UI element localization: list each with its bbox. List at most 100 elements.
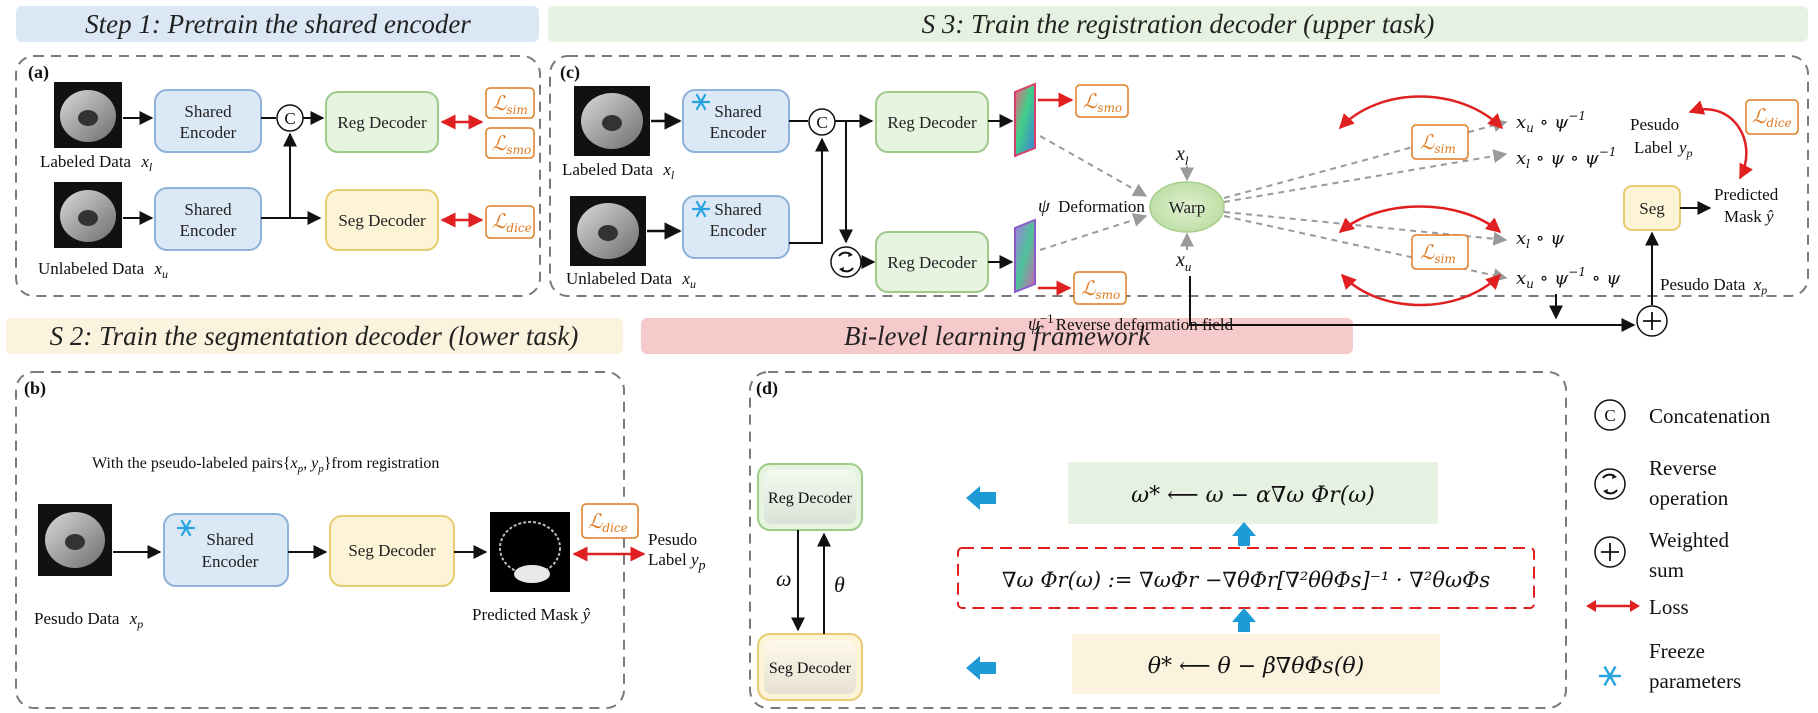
- svg-text:xl ∘ ψ: xl ∘ ψ: [1516, 228, 1565, 251]
- svg-text:Reg Decoder: Reg Decoder: [887, 253, 977, 272]
- svg-text:Seg: Seg: [1639, 199, 1665, 218]
- brain-image-unlabeled: [54, 182, 122, 248]
- svg-text:Loss: Loss: [1649, 595, 1689, 619]
- svg-text:∇ω Φr(ω) := ∇ωΦr −∇θΦr[∇²θθΦs]: ∇ω Φr(ω) := ∇ωΦr −∇θΦr[∇²θθΦs]⁻¹ · ∇²θωΦ…: [1002, 568, 1490, 592]
- svg-text:Predicted Mask ŷ: Predicted Mask ŷ: [472, 605, 590, 624]
- predicted-mask-image: [490, 512, 570, 592]
- svg-text:Unlabeled Data xu: Unlabeled Data xu: [38, 259, 168, 281]
- seg-decoder-a: Seg Decoder: [325, 189, 439, 251]
- svg-text:Shared: Shared: [714, 200, 762, 219]
- banner-step2: S 2: Train the segmentation decoder (low…: [6, 318, 623, 354]
- svg-text:Step 1: Pretrain the shared en: Step 1: Pretrain the shared encoder: [85, 9, 471, 39]
- shared-encoder-a1: Shared Encoder: [154, 89, 262, 153]
- panel-b-visible: With the pseudo-labeled pairs{xp, yp}fro…: [34, 455, 646, 631]
- svg-text:parameters: parameters: [1649, 669, 1741, 693]
- update-arrow-icon: [966, 656, 996, 680]
- svg-text:Unlabeled Data xu: Unlabeled Data xu: [566, 269, 696, 291]
- brain-image-labeled-c: [574, 86, 650, 156]
- svg-text:(b): (b): [24, 378, 46, 399]
- svg-text:With the pseudo-labeled pairs{: With the pseudo-labeled pairs{xp, yp}fro…: [92, 455, 439, 475]
- pseudo-label-line2: Label yp: [648, 550, 706, 574]
- reverse-deformation-field-image: [1014, 218, 1036, 294]
- loss-sim-c1: ℒsim: [1411, 124, 1469, 160]
- svg-text:Encoder: Encoder: [202, 552, 259, 571]
- plus-circle-icon: [1636, 305, 1668, 337]
- update-arrow-icon: [966, 486, 996, 510]
- snowflake-icon: [1599, 665, 1621, 687]
- seg-decoder-d: Seg Decoder: [757, 633, 863, 701]
- seg-decoder-b: Seg Decoder: [329, 515, 455, 587]
- svg-text:Pesudo Data xp: Pesudo Data xp: [34, 609, 143, 631]
- omega-update-equation: ω* ⟵ ω − α∇ω Φr(ω): [1068, 462, 1438, 524]
- svg-text:Reg Decoder: Reg Decoder: [337, 113, 427, 132]
- svg-text:Shared: Shared: [714, 102, 762, 121]
- reverse-operation-icon: [830, 246, 862, 278]
- svg-text:Freeze: Freeze: [1649, 639, 1705, 663]
- loss-dice-a: ℒdice: [485, 205, 535, 239]
- shared-encoder-c2: Shared Encoder: [682, 195, 790, 259]
- svg-text:Seg Decoder: Seg Decoder: [348, 541, 436, 560]
- loss-dice-c: ℒdice: [1745, 99, 1799, 135]
- svg-text:Shared: Shared: [184, 200, 232, 219]
- svg-text:xl ∘ ψ ∘ ψ−1: xl ∘ ψ ∘ ψ−1: [1516, 145, 1616, 171]
- banner-bilevel: Bi-level learning framework: [641, 318, 1353, 354]
- svg-text:C: C: [284, 109, 295, 128]
- brain-image-pseudo: [38, 504, 112, 576]
- seg-block-c: Seg: [1623, 185, 1681, 231]
- panel-c: (c) Labeled Data xl Unlabeled Data xu Sh…: [549, 55, 1809, 337]
- svg-text:Reverse: Reverse: [1649, 456, 1717, 480]
- svg-text:ω: ω: [776, 566, 792, 591]
- up-arrow-icon: [1232, 608, 1256, 632]
- svg-text:Pesudo Data xp: Pesudo Data xp: [1660, 275, 1767, 297]
- loss-sim-c2: ℒsim: [1411, 234, 1469, 270]
- svg-text:Labeled Data xl: Labeled Data xl: [562, 160, 675, 182]
- reg-decoder-c1: Reg Decoder: [875, 91, 989, 153]
- legend-loss: Loss: [1586, 595, 1689, 619]
- svg-text:Bi-level learning framework: Bi-level learning framework: [844, 321, 1151, 351]
- svg-text:Encoder: Encoder: [710, 123, 767, 142]
- svg-text:Warp: Warp: [1169, 198, 1205, 217]
- svg-text:C: C: [816, 113, 827, 132]
- svg-text:S 2: Train the segmentation de: S 2: Train the segmentation decoder (low…: [50, 321, 579, 351]
- svg-text:operation: operation: [1649, 486, 1729, 510]
- svg-text:Mask ŷ: Mask ŷ: [1724, 207, 1774, 226]
- banner-step1: Step 1: Pretrain the shared encoder: [16, 6, 539, 42]
- svg-text:Seg Decoder: Seg Decoder: [769, 660, 852, 677]
- brain-image-labeled: [54, 82, 122, 148]
- svg-text:θ* ⟵ θ − β∇θΦs(θ): θ* ⟵ θ − β∇θΦs(θ): [1148, 654, 1365, 679]
- svg-text:Predicted: Predicted: [1714, 185, 1779, 204]
- svg-text:Reg Decoder: Reg Decoder: [768, 490, 853, 507]
- svg-text:θ: θ: [834, 572, 845, 597]
- svg-text:Shared: Shared: [206, 530, 254, 549]
- panel-b-pseudo-label: Pesudo Label yp: [648, 530, 706, 575]
- theta-update-equation: θ* ⟵ θ − β∇θΦs(θ): [1072, 634, 1440, 694]
- loss-smo-a: ℒsmo: [485, 127, 535, 159]
- reg-decoder-d: Reg Decoder: [757, 463, 863, 531]
- legend-freeze: Freeze parameters: [1599, 639, 1741, 693]
- legend-weighted-sum: Weighted sum: [1594, 528, 1729, 582]
- svg-text:(a): (a): [28, 62, 49, 83]
- up-arrow-icon: [1232, 522, 1256, 546]
- svg-text:Concatenation: Concatenation: [1649, 404, 1771, 428]
- svg-text:(c): (c): [560, 62, 580, 83]
- panel-b: (b): [15, 371, 625, 709]
- reg-decoder-c2: Reg Decoder: [875, 231, 989, 293]
- svg-text:xu ∘ ψ−1 ∘ ψ: xu ∘ ψ−1 ∘ ψ: [1516, 265, 1621, 291]
- svg-text:xu ∘ ψ−1: xu ∘ ψ−1: [1516, 109, 1586, 135]
- svg-text:sum: sum: [1649, 558, 1684, 582]
- xu-to-weighted-sum-arrow: [1189, 276, 1636, 332]
- svg-text:Encoder: Encoder: [710, 221, 767, 240]
- banner-step3: S 3: Train the registration decoder (upp…: [548, 6, 1808, 42]
- legend-concatenation: C Concatenation: [1594, 399, 1771, 431]
- svg-text:Reg Decoder: Reg Decoder: [887, 113, 977, 132]
- deformation-field-image: [1014, 82, 1036, 158]
- svg-text:Weighted: Weighted: [1649, 528, 1729, 552]
- svg-text:ω* ⟵ ω − α∇ω Φr(ω): ω* ⟵ ω − α∇ω Φr(ω): [1131, 483, 1375, 508]
- loss-smo-c2: ℒsmo: [1073, 271, 1127, 305]
- svg-text:xu: xu: [1175, 249, 1192, 274]
- svg-text:Labeled Data xl: Labeled Data xl: [40, 152, 153, 174]
- svg-text:ℒsim: ℒsim: [1420, 130, 1456, 156]
- brain-image-unlabeled-c: [570, 196, 646, 266]
